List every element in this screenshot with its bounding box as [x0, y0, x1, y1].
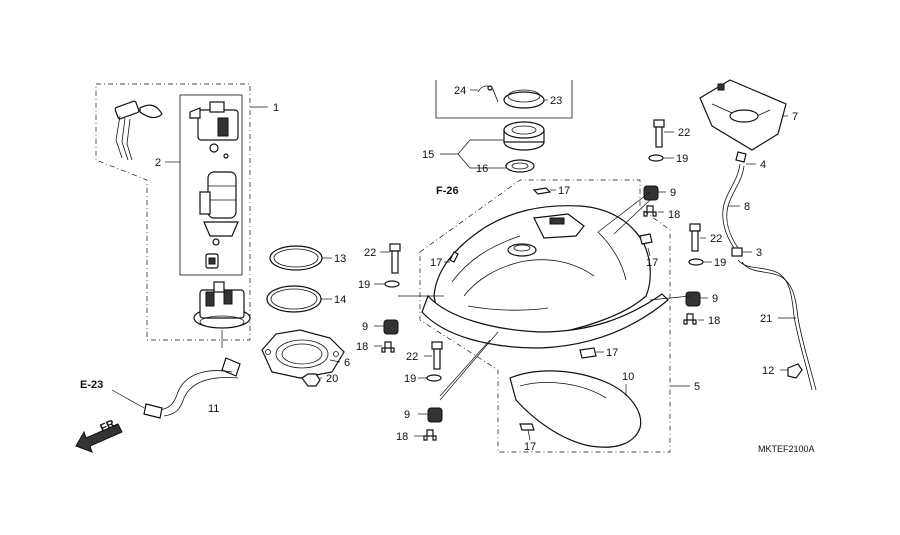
callout-9a: 9: [670, 187, 676, 199]
callout-labels: 1 2 3 4 5 6 7 8 9 9 9 9 10 11 12 13 14 1…: [80, 85, 815, 454]
callout-23: 23: [550, 95, 562, 107]
tank-group-outline: [419, 179, 671, 453]
washer-19b: [688, 258, 712, 266]
callout-24: 24: [454, 85, 466, 97]
tank-mount-leaders: [398, 191, 691, 401]
callout-17c: 17: [646, 257, 658, 269]
pump-bracket: [189, 101, 239, 159]
collar-18a: [643, 205, 664, 217]
cap-drain-tube-24: [470, 85, 499, 103]
washer-19c: [374, 280, 400, 288]
callout-19a: 19: [676, 153, 688, 165]
callout-9b: 9: [712, 293, 718, 305]
cap-gasket-16: [457, 153, 535, 173]
fuel-feed-hose-11: [111, 330, 241, 419]
pump-setting-plate-6: [261, 329, 345, 379]
callout-22b: 22: [710, 233, 722, 245]
tank-filler-neck: [507, 243, 537, 257]
fuel-pump-assembly-group: [95, 83, 268, 341]
drawing-code: MKTEF2100A: [758, 444, 815, 454]
mount-rubber-9a: [643, 185, 666, 201]
o-ring-13: [269, 245, 332, 271]
callout-22a: 22: [678, 127, 690, 139]
collar-18d: [414, 429, 437, 441]
callout-19d: 19: [404, 373, 416, 385]
cushion-17e: [519, 423, 535, 441]
breather-tube-8: [722, 163, 745, 249]
bolt-22c: [380, 243, 401, 274]
bolt-22d: [424, 341, 443, 370]
callout-19b: 19: [714, 257, 726, 269]
callout-14: 14: [334, 294, 346, 306]
callout-15: 15: [422, 149, 434, 161]
cushion-17b: [444, 251, 459, 263]
callout-18c: 18: [356, 341, 368, 353]
callout-17a: 17: [558, 185, 570, 197]
fuel-cap-group: [435, 80, 573, 173]
callout-17d: 17: [606, 347, 618, 359]
washer-19a: [648, 154, 674, 162]
pump-motor: [199, 171, 239, 246]
fuel-cap-15: [440, 121, 545, 155]
packing-ring-14: [266, 285, 332, 313]
callout-22c: 22: [364, 247, 376, 259]
washer-19d: [418, 374, 442, 382]
collar-18b: [683, 313, 704, 325]
callout-1: 1: [273, 102, 279, 114]
cap-lower-23: [503, 89, 548, 109]
bolt-22a: [653, 119, 674, 148]
callout-18b: 18: [708, 315, 720, 327]
reference-f26: F-26: [436, 185, 459, 197]
callout-9d: 9: [404, 409, 410, 421]
collar-18c: [374, 341, 395, 353]
mount-rubber-9c: [374, 319, 399, 335]
front-direction-arrow-icon: [75, 423, 123, 453]
reference-e23: E-23: [80, 379, 103, 391]
callout-2: 2: [155, 157, 161, 169]
tube-clamp-12: [780, 363, 803, 379]
callout-18d: 18: [396, 431, 408, 443]
callout-3: 3: [756, 247, 762, 259]
callout-17e: 17: [524, 441, 536, 453]
callout-11: 11: [208, 403, 219, 415]
hose-clip-4: [735, 151, 756, 165]
callout-5: 5: [694, 381, 700, 393]
pump-flange-base: [193, 281, 251, 329]
cushion-17a: [532, 187, 556, 195]
tube-joint-3: [731, 247, 752, 257]
callout-10: 10: [622, 371, 634, 383]
tank-pump-pad: [533, 213, 585, 239]
nut-20: [301, 373, 322, 387]
callout-19c: 19: [358, 279, 370, 291]
canister-bracket-7: [699, 79, 788, 151]
bolt-22b: [689, 223, 706, 252]
callout-9c: 9: [362, 321, 368, 333]
callout-13: 13: [334, 253, 346, 265]
tank-lower-cover-10: [509, 370, 642, 448]
callout-6: 6: [344, 357, 350, 369]
callout-12: 12: [762, 365, 774, 377]
pump-filter: [205, 253, 219, 269]
fuel-pump-group-outline: [95, 83, 251, 341]
callout-20: 20: [326, 373, 338, 385]
callout-7: 7: [792, 111, 798, 123]
mount-rubber-9d: [418, 407, 443, 423]
pump-wire-harness: [114, 100, 163, 161]
drain-tube-21: [737, 259, 817, 391]
callout-17b: 17: [430, 257, 442, 269]
fuel-tank-body: [419, 179, 690, 453]
cushion-17c: [639, 233, 653, 257]
pump-sub-assembly-box: [179, 94, 243, 276]
callout-4: 4: [760, 159, 766, 171]
callout-16: 16: [476, 163, 488, 175]
mount-rubber-9b: [685, 291, 708, 307]
callout-18a: 18: [668, 209, 680, 221]
callout-8: 8: [744, 201, 750, 213]
callout-21: 21: [760, 313, 772, 325]
cushion-17d: [579, 347, 604, 359]
callout-22d: 22: [406, 351, 418, 363]
